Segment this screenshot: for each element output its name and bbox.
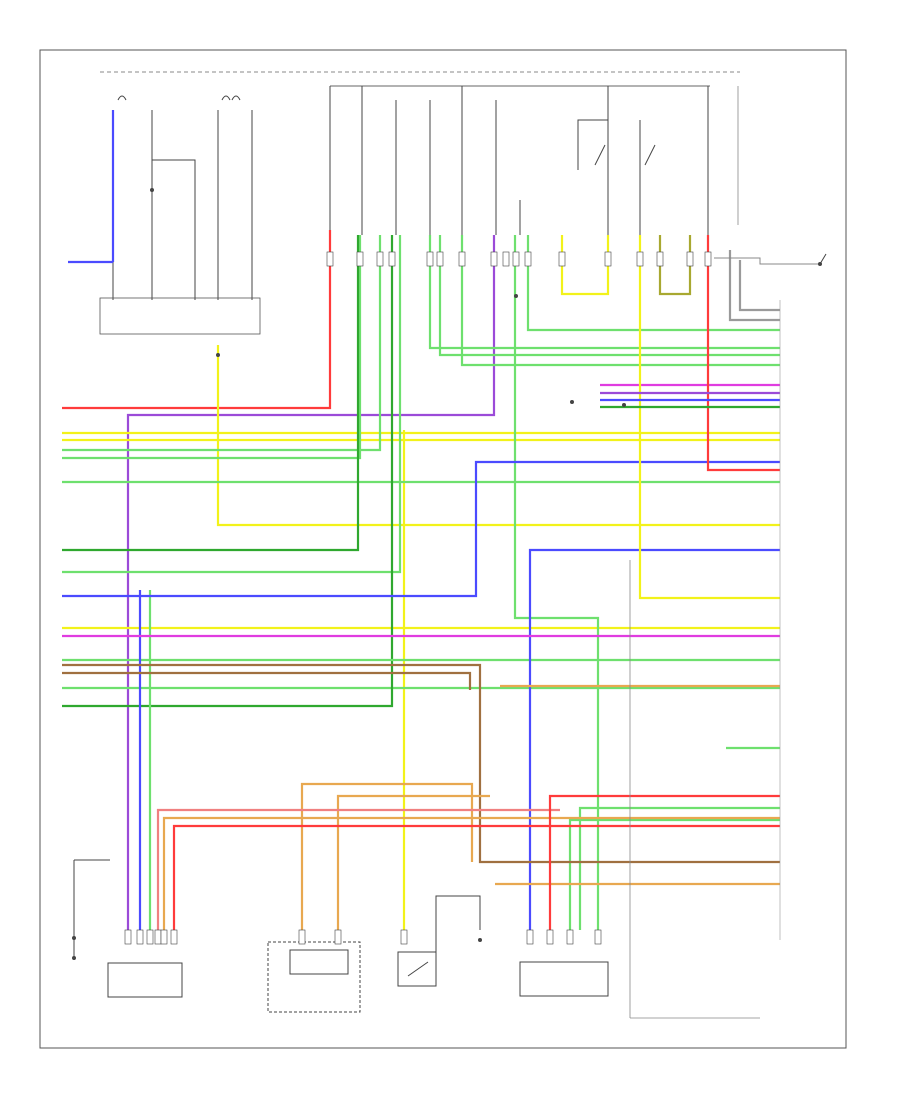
wire-green-8: [428, 235, 780, 350]
component-box-3-node: [478, 938, 482, 942]
wire-red-3: [548, 794, 780, 930]
junction-node-4: [622, 403, 626, 407]
components: [72, 251, 827, 1013]
junction-node-3: [570, 400, 574, 404]
fuse-stack: [329, 86, 521, 235]
wire-green-12: [513, 235, 600, 930]
pin: [356, 251, 364, 267]
pin: [146, 929, 154, 945]
pin: [436, 251, 444, 267]
relay-coil-right: [221, 95, 241, 101]
component-box-3-switch: [407, 961, 429, 977]
wire-green-9: [438, 235, 780, 357]
junction-node-1: [514, 294, 518, 298]
wire-green-11: [526, 235, 780, 332]
wire-green-2: [62, 235, 362, 460]
wire-gray-2: [738, 260, 780, 312]
wire-green-7: [62, 235, 394, 708]
wire-green-14: [578, 806, 780, 930]
pin: [376, 251, 384, 267]
wire-blue-1: [62, 460, 780, 598]
pin: [160, 929, 168, 945]
right-relay-block: [577, 86, 739, 235]
pin: [656, 251, 664, 267]
pin: [512, 251, 520, 267]
component-box-3-wire: [435, 895, 481, 952]
ground-point-1: [72, 936, 76, 940]
pin: [124, 929, 132, 945]
wire-orange-3: [300, 782, 474, 930]
wire-blue-2: [528, 548, 780, 930]
pin: [636, 251, 644, 267]
component-box-1: [107, 962, 183, 998]
ground-point-2: [72, 956, 76, 960]
wire-harness: [62, 230, 780, 1019]
wire-pink-1: [156, 808, 560, 930]
pin: [136, 929, 144, 945]
component-box-3: [397, 951, 437, 987]
pin: [426, 251, 434, 267]
pin: [604, 251, 612, 267]
pin: [566, 929, 574, 945]
pin: [388, 251, 396, 267]
wire-orange-4: [336, 794, 490, 930]
wire-green-4: [62, 235, 360, 552]
pin: [704, 251, 712, 267]
relay-block-box: [99, 297, 261, 335]
wire-yellow-loop-1: [560, 235, 610, 296]
wire-green-13: [568, 818, 780, 930]
pin: [524, 251, 532, 267]
pin: [594, 929, 602, 945]
connector-pins: [124, 251, 712, 945]
pin: [458, 251, 466, 267]
wire-orange-5: [162, 816, 780, 930]
pin: [400, 929, 408, 945]
relay-block-node: [150, 188, 154, 192]
relay-switch-2: [644, 144, 656, 166]
wire-green-1: [62, 235, 382, 452]
diagram-frame: [39, 49, 847, 1049]
component-box-4: [519, 961, 609, 997]
wire-red-2: [172, 824, 780, 930]
pin: [490, 251, 498, 267]
power-distribution-section: [68, 71, 740, 335]
pin: [334, 929, 342, 945]
wire-green-10: [460, 235, 780, 367]
pin: [298, 929, 306, 945]
wire-olive-loop: [658, 235, 692, 296]
pin: [546, 929, 554, 945]
wire-brown-2: [62, 671, 472, 690]
wire-gray-1: [728, 250, 780, 322]
relay-coil-left: [117, 95, 127, 101]
pin: [170, 929, 178, 945]
junction-node-2: [216, 353, 220, 357]
relay-block-tap: [152, 159, 196, 300]
right-relay-wire: [577, 86, 609, 170]
pin: [502, 251, 510, 267]
relay-switch-1: [594, 144, 606, 166]
wire-yellow-6: [638, 235, 780, 600]
pin: [154, 929, 162, 945]
wire-yellow-3: [216, 345, 780, 527]
pin: [558, 251, 566, 267]
pin: [326, 251, 334, 267]
pin: [526, 929, 534, 945]
wire-green-5: [62, 235, 402, 574]
ground-top-right: [714, 257, 820, 265]
component-box-2-inner: [289, 949, 349, 975]
wire-red-1: [62, 230, 332, 410]
wire-red-4: [706, 235, 780, 472]
wire-brown-1: [62, 663, 780, 864]
pin: [686, 251, 694, 267]
ground-top-right-hook: [819, 253, 827, 265]
